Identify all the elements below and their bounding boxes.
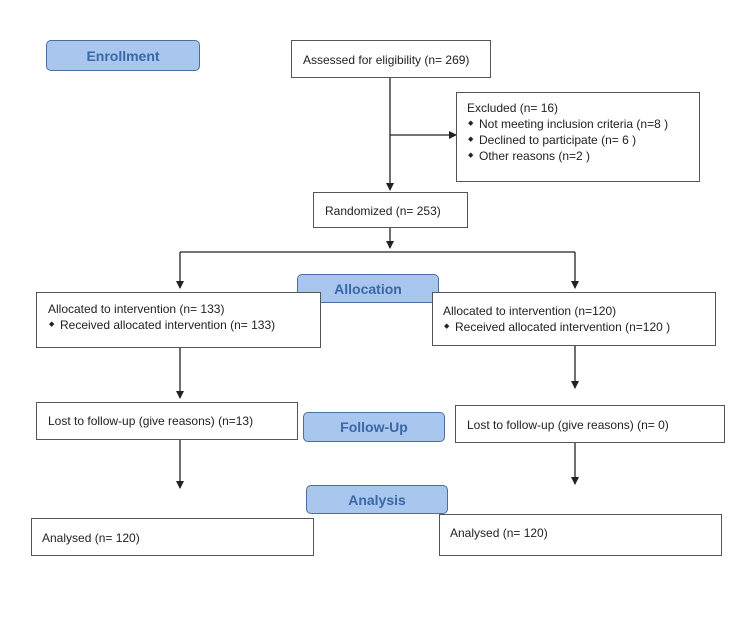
stage-enrollment: Enrollment (46, 40, 200, 71)
left-lost-text: Lost to follow-up (give reasons) (n=13) (48, 414, 254, 428)
left-allocated-text: Allocated to intervention (n= 133) (48, 302, 225, 316)
right-analysed-box: Analysed (n= 120) (439, 514, 722, 556)
excluded-title: Excluded (n= 16) (467, 101, 559, 115)
right-lost-text: Lost to follow-up (give reasons) (n= 0) (467, 418, 669, 432)
excluded-reasons: Not meeting inclusion criteria (n=8 ) De… (467, 116, 699, 164)
list-item: Received allocated intervention (n= 133) (48, 317, 320, 333)
stage-allocation: Allocation (297, 274, 439, 303)
stage-analysis: Analysis (306, 485, 448, 514)
randomized-box: Randomized (n= 253) (313, 192, 468, 228)
right-allocation-box: Allocated to intervention (n=120) Receiv… (432, 292, 716, 346)
stage-follow-up: Follow-Up (303, 412, 445, 442)
assessed-box: Assessed for eligibility (n= 269) (291, 40, 491, 78)
right-lost-box: Lost to follow-up (give reasons) (n= 0) (455, 405, 725, 443)
list-item: Declined to participate (n= 6 ) (467, 132, 699, 148)
left-allocation-box: Allocated to intervention (n= 133) Recei… (36, 292, 321, 348)
right-allocated-text: Allocated to intervention (n=120) (443, 304, 617, 318)
excluded-box: Excluded (n= 16) Not meeting inclusion c… (456, 92, 700, 182)
right-allocation-list: Received allocated intervention (n=120 ) (443, 319, 715, 335)
left-analysed-text: Analysed (n= 120) (42, 531, 140, 545)
list-item: Not meeting inclusion criteria (n=8 ) (467, 116, 699, 132)
list-item: Received allocated intervention (n=120 ) (443, 319, 715, 335)
assessed-text: Assessed for eligibility (n= 269) (303, 53, 470, 67)
right-analysed-text: Analysed (n= 120) (450, 526, 548, 540)
list-item: Other reasons (n=2 ) (467, 148, 699, 164)
randomized-text: Randomized (n= 253) (325, 204, 441, 218)
left-allocation-list: Received allocated intervention (n= 133) (48, 317, 320, 333)
left-lost-box: Lost to follow-up (give reasons) (n=13) (36, 402, 298, 440)
left-analysed-box: Analysed (n= 120) (31, 518, 314, 556)
